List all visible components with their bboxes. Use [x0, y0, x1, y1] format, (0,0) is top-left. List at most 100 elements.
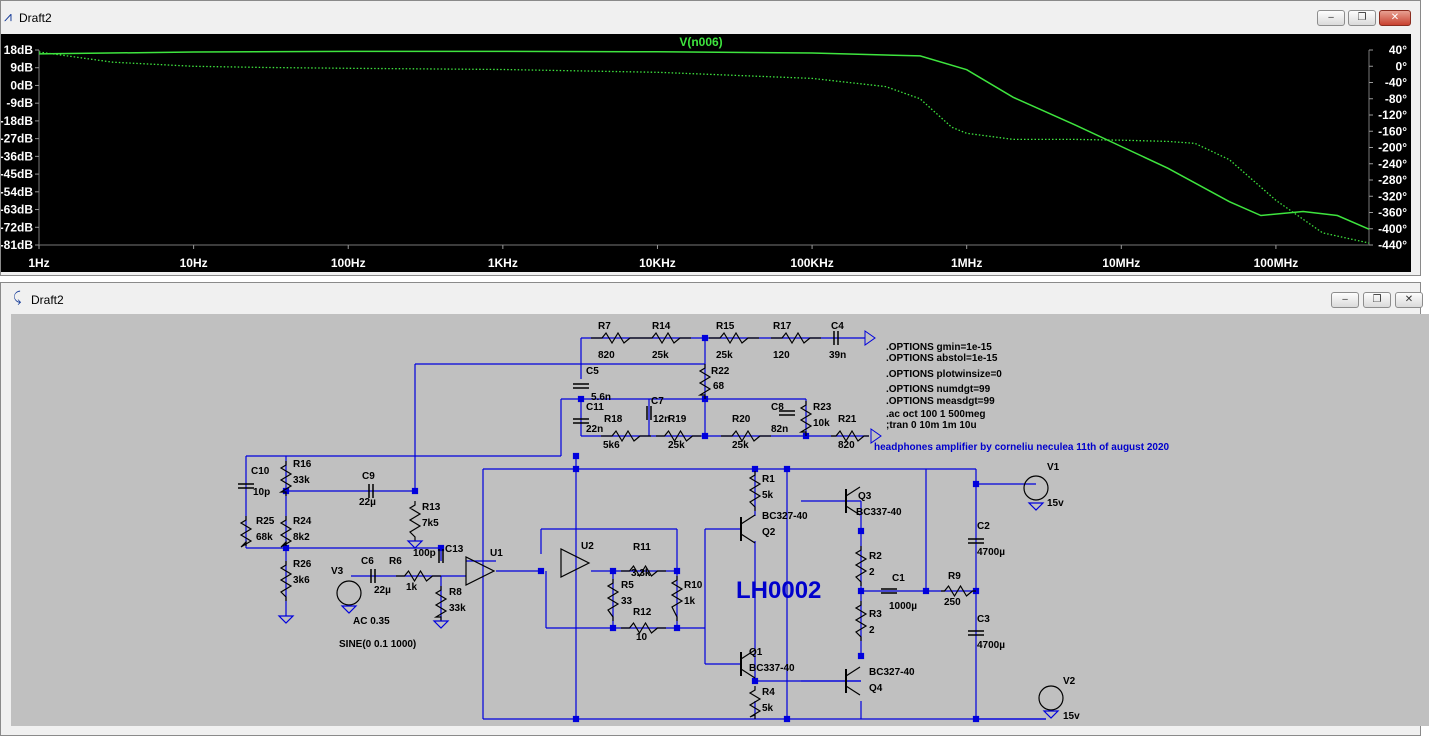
component-designator[interactable]: C5	[586, 366, 599, 377]
component-designator[interactable]: C2	[977, 521, 990, 532]
component-designator[interactable]: R13	[422, 502, 441, 513]
component-designator[interactable]: R7	[598, 321, 611, 332]
component-designator[interactable]: R8	[449, 587, 462, 598]
component-value[interactable]: 5.6n	[591, 392, 611, 403]
voltage-source-symbol[interactable]	[1023, 475, 1049, 501]
spice-directive[interactable]: .OPTIONS measdgt=99	[886, 396, 995, 407]
component-value[interactable]: 22n	[586, 424, 603, 435]
component-value[interactable]: 33k	[449, 603, 466, 614]
resistor-symbol[interactable]	[748, 471, 762, 511]
component-designator[interactable]: V2	[1063, 676, 1076, 687]
close-button[interactable]: ✕	[1379, 10, 1411, 26]
component-value[interactable]: 2	[869, 567, 875, 578]
component-value[interactable]: 10k	[813, 418, 830, 429]
component-designator[interactable]: R3	[869, 609, 882, 620]
component-value[interactable]: 33	[621, 596, 633, 607]
component-value[interactable]: BC327-40	[869, 667, 915, 678]
component-designator[interactable]: Q3	[858, 491, 872, 502]
credit-comment[interactable]: headphones amplifier by corneliu neculea…	[874, 442, 1170, 453]
schematic-minimize-button[interactable]: ‒	[1331, 292, 1359, 308]
component-designator[interactable]: C4	[831, 321, 844, 332]
resistor-symbol[interactable]	[433, 586, 448, 621]
resistor-symbol[interactable]	[591, 331, 641, 345]
trace-label[interactable]: V(n006)	[679, 35, 722, 49]
component-value[interactable]: BC327-40	[762, 511, 808, 522]
component-designator[interactable]: R18	[604, 414, 623, 425]
component-designator[interactable]: C7	[651, 396, 664, 407]
component-designator[interactable]: R2	[869, 551, 882, 562]
component-value[interactable]: 82n	[771, 424, 788, 435]
component-value[interactable]: 4700µ	[977, 640, 1005, 651]
component-designator[interactable]: Q4	[869, 683, 883, 694]
component-value[interactable]: 1k	[684, 596, 696, 607]
component-value[interactable]: 3.3k	[631, 568, 651, 579]
spice-directive[interactable]: .OPTIONS plotwinsize=0	[886, 369, 1002, 380]
spice-directive[interactable]: .OPTIONS gmin=1e-15	[886, 342, 992, 353]
schematic-close-button[interactable]: ✕	[1395, 292, 1423, 308]
component-value[interactable]: 25k	[668, 440, 685, 451]
component-value[interactable]: 22µ	[359, 497, 376, 508]
source-spec[interactable]: SINE(0 0.1 1000)	[339, 639, 416, 650]
resistor-symbol[interactable]	[279, 516, 293, 548]
component-value[interactable]: 5k	[762, 703, 774, 714]
component-value[interactable]: 15v	[1047, 498, 1064, 509]
plot-window-titlebar[interactable]: ⩘ Draft2 ‒ ❐ ✕	[1, 1, 1420, 35]
component-designator[interactable]: R19	[668, 414, 687, 425]
component-value[interactable]: 5k6	[603, 440, 620, 451]
component-designator[interactable]: R17	[773, 321, 792, 332]
voltage-source-symbol[interactable]	[336, 580, 362, 606]
schematic-canvas[interactable]: R7820R1425kR1525kR17120C439nR2268C55.6nC…	[11, 314, 1429, 726]
component-value[interactable]: 22µ	[374, 585, 391, 596]
resistor-symbol[interactable]	[748, 686, 762, 719]
component-designator[interactable]: R12	[633, 607, 652, 618]
spice-directive[interactable]: .OPTIONS abstol=1e-15	[886, 353, 998, 364]
resistor-symbol[interactable]	[854, 546, 868, 586]
component-value[interactable]: 10	[636, 632, 648, 643]
component-designator[interactable]: Q2	[762, 527, 776, 538]
component-value[interactable]: 120	[773, 350, 790, 361]
resistor-symbol[interactable]	[721, 429, 771, 443]
resistor-symbol[interactable]	[239, 516, 253, 548]
component-value[interactable]: 68	[713, 381, 725, 392]
component-value[interactable]: 820	[598, 350, 615, 361]
component-value[interactable]: 68k	[256, 532, 273, 543]
opamp-symbol[interactable]	[560, 548, 591, 578]
component-value[interactable]: 10p	[253, 487, 270, 498]
component-designator[interactable]: C13	[445, 544, 464, 555]
component-value[interactable]: 1k	[406, 582, 418, 593]
component-designator[interactable]: C10	[251, 466, 270, 477]
component-designator[interactable]: C8	[771, 402, 784, 413]
component-value[interactable]: 1000µ	[889, 601, 917, 612]
component-value[interactable]: 25k	[732, 440, 749, 451]
component-designator[interactable]: R22	[711, 366, 730, 377]
resistor-symbol[interactable]	[854, 601, 868, 641]
component-value[interactable]: BC337-40	[749, 663, 795, 674]
component-designator[interactable]: R1	[762, 474, 775, 485]
spice-directive[interactable]: .ac oct 100 1 500meg	[886, 409, 986, 420]
component-designator[interactable]: R14	[652, 321, 671, 332]
resistor-symbol[interactable]	[408, 501, 422, 541]
component-value[interactable]: 39n	[829, 350, 846, 361]
component-value[interactable]: 7k5	[422, 518, 439, 529]
component-designator[interactable]: U2	[581, 541, 594, 552]
resistor-symbol[interactable]	[279, 561, 293, 601]
resistor-symbol[interactable]	[656, 429, 701, 443]
component-designator[interactable]: C11	[586, 402, 604, 413]
component-designator[interactable]: C3	[977, 614, 990, 625]
resistor-symbol[interactable]	[278, 461, 293, 496]
component-designator[interactable]: R25	[256, 516, 275, 527]
resistor-symbol[interactable]	[709, 331, 759, 345]
component-designator[interactable]: R16	[293, 459, 312, 470]
component-designator[interactable]: R20	[732, 414, 751, 425]
component-designator[interactable]: R11	[633, 542, 651, 553]
component-value[interactable]: 250	[944, 597, 961, 608]
component-designator[interactable]: R6	[389, 556, 402, 567]
resistor-symbol[interactable]	[641, 331, 691, 345]
component-value[interactable]: 100p	[413, 548, 436, 559]
component-value[interactable]: AC 0.35	[353, 616, 390, 627]
schematic-window-titlebar[interactable]: ⤹ Draft2 ‒ ❐ ✕	[1, 283, 1423, 317]
resistor-symbol[interactable]	[621, 621, 666, 635]
component-value[interactable]: 5k	[762, 490, 774, 501]
voltage-source-symbol[interactable]	[1038, 685, 1064, 711]
